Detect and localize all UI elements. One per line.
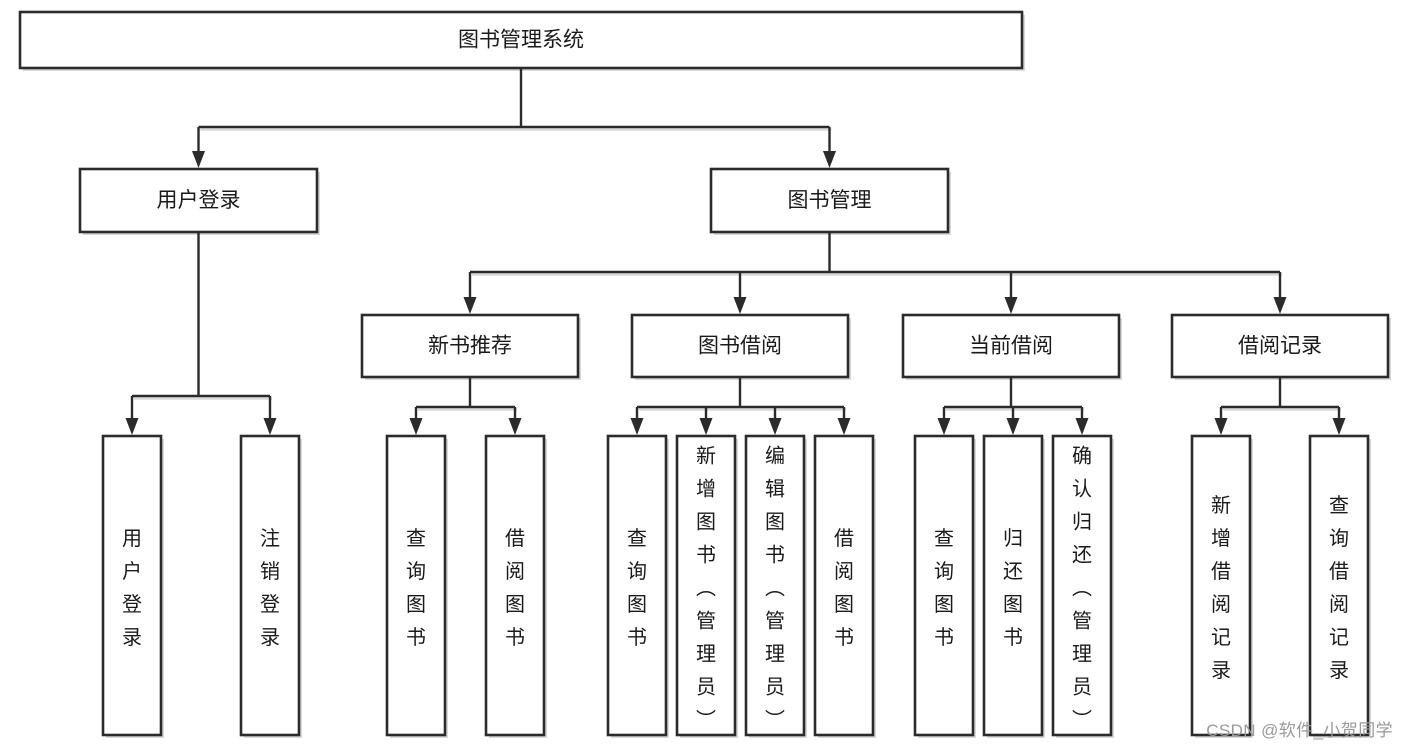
arrow-head-icon [837, 418, 851, 435]
node-label: 查询图书 [627, 527, 647, 649]
arrow-head-icon [823, 151, 836, 168]
node-label: 图书管理系统 [458, 29, 584, 52]
node-box [982, 434, 1044, 737]
node-box [606, 434, 668, 737]
arrow-head-icon [1006, 418, 1020, 435]
node-leaf-return-book[interactable]: 归还图书 [982, 434, 1044, 737]
arrow-head-icon [1214, 418, 1228, 435]
node-book-manage[interactable]: 图书管理 [709, 167, 950, 234]
node-label: 借阅图书 [834, 527, 854, 649]
node-label: 编辑图书︵管理员︶ [765, 445, 785, 732]
node-new-book-recommend[interactable]: 新书推荐 [360, 313, 580, 379]
arrow-head-icon [699, 418, 713, 435]
node-box [913, 434, 975, 737]
node-label: 图书借阅 [698, 335, 782, 358]
node-leaf-add-record[interactable]: 新增借阅记录 [1190, 434, 1252, 737]
arrow-head-icon [1332, 418, 1346, 435]
node-box [630, 313, 850, 379]
node-box [1170, 313, 1390, 379]
node-leaf-edit-book[interactable]: 编辑图书︵管理员︶ [744, 434, 806, 737]
node-label: 新增图书︵管理员︶ [696, 445, 716, 732]
node-leaf-query-book-2[interactable]: 查询图书 [606, 434, 668, 737]
node-label: 新书推荐 [428, 335, 512, 358]
node-box [675, 434, 737, 737]
node-box [1051, 434, 1113, 737]
arrow-head-icon [733, 297, 747, 314]
arrow-head-icon [125, 418, 139, 435]
node-book-borrow[interactable]: 图书借阅 [630, 313, 850, 379]
node-label: 当前借阅 [969, 335, 1053, 358]
node-label: 借阅图书 [505, 527, 525, 649]
node-leaf-user-login[interactable]: 用户登录 [101, 434, 163, 737]
node-box [813, 434, 875, 737]
node-leaf-confirm-return[interactable]: 确认归还︵管理员︶ [1051, 434, 1113, 737]
node-box [709, 167, 950, 234]
arrow-head-icon [1075, 418, 1089, 435]
node-box [18, 10, 1024, 70]
node-leaf-logout-login[interactable]: 注销登录 [239, 434, 301, 737]
node-label: 新增借阅记录 [1211, 494, 1231, 682]
node-label: 用户登录 [157, 189, 241, 212]
arrow-head-icon [1004, 297, 1018, 314]
node-label: 查询图书 [406, 527, 426, 649]
node-box [101, 434, 163, 737]
arrow-head-icon [630, 418, 644, 435]
node-label: 归还图书 [1003, 527, 1023, 649]
node-box [385, 434, 447, 737]
node-label: 查询借阅记录 [1329, 494, 1349, 682]
node-borrow-record[interactable]: 借阅记录 [1170, 313, 1390, 379]
arrow-head-icon [192, 151, 205, 168]
node-box [744, 434, 806, 737]
arrow-head-icon [1273, 297, 1287, 314]
watermark-label: CSDN @软件_小贺同学 [1206, 721, 1393, 740]
node-label: 图书管理 [788, 189, 872, 212]
node-leaf-borrow-book-1[interactable]: 借阅图书 [484, 434, 546, 737]
node-user-login[interactable]: 用户登录 [78, 167, 319, 234]
node-label: 借阅记录 [1238, 335, 1322, 358]
arrow-head-icon [263, 418, 277, 435]
node-box [484, 434, 546, 737]
node-current-borrow[interactable]: 当前借阅 [901, 313, 1121, 379]
node-label: 查询图书 [934, 527, 954, 649]
node-box [360, 313, 580, 379]
arrow-head-icon [463, 297, 477, 314]
node-box [239, 434, 301, 737]
node-box [78, 167, 319, 234]
node-box [1190, 434, 1252, 737]
node-label: 用户登录 [122, 528, 142, 649]
node-label: 确认归还︵管理员︶ [1072, 445, 1092, 732]
connector-layer [125, 68, 1346, 435]
node-leaf-query-record[interactable]: 查询借阅记录 [1308, 434, 1370, 737]
node-root[interactable]: 图书管理系统 [18, 10, 1024, 70]
arrow-head-icon [768, 418, 782, 435]
arrow-head-icon [409, 418, 423, 435]
node-box [1308, 434, 1370, 737]
node-leaf-borrow-book-2[interactable]: 借阅图书 [813, 434, 875, 737]
arrow-head-icon [937, 418, 951, 435]
arrow-head-icon [508, 418, 522, 435]
node-leaf-add-book[interactable]: 新增图书︵管理员︶ [675, 434, 737, 737]
node-leaf-query-book-1[interactable]: 查询图书 [385, 434, 447, 737]
node-leaf-query-book-3[interactable]: 查询图书 [913, 434, 975, 737]
node-box [901, 313, 1121, 379]
node-label: 注销登录 [260, 527, 280, 649]
node-layer: 图书管理系统用户登录图书管理新书推荐图书借阅当前借阅借阅记录用户登录注销登录查询… [18, 10, 1390, 737]
